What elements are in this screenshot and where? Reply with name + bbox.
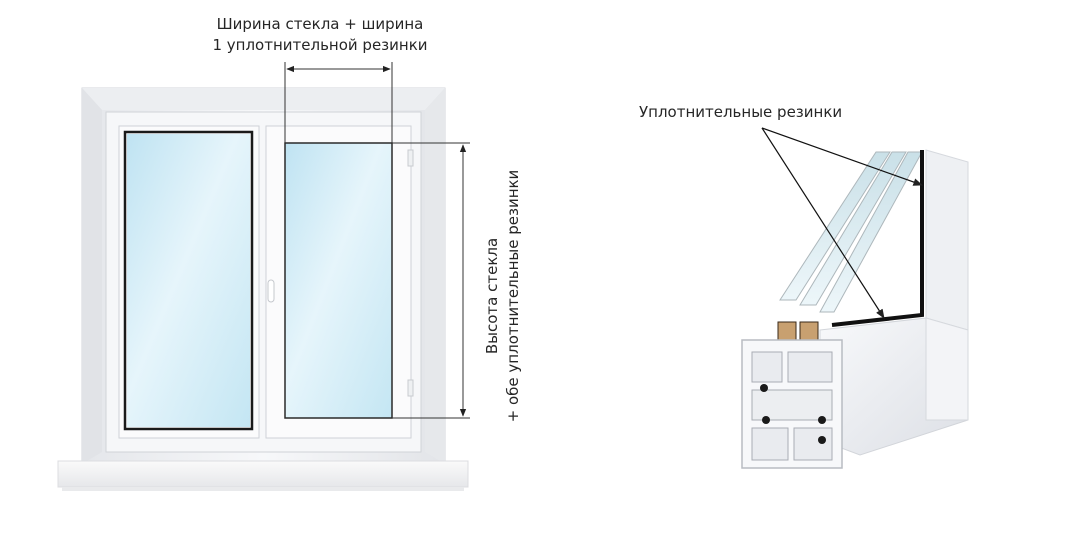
glass-pane-2 (799, 151, 907, 306)
window-sill (57, 460, 469, 488)
profile-chamber-1 (751, 351, 783, 383)
profile-corner-bevel (925, 317, 969, 421)
window-reveal-top (82, 88, 445, 110)
profile-illustration (741, 149, 969, 469)
gasket-dot-1 (760, 384, 768, 392)
seal-caption: Уплотнительные резинки (639, 103, 843, 121)
profile-seal-gasket (831, 150, 924, 327)
profile-chamber-2 (787, 351, 833, 383)
gasket-dot-4 (818, 436, 826, 444)
left-glass-seal (123, 130, 254, 431)
width-caption-line1: Ширина стекла + ширина (216, 15, 424, 33)
left-glass (127, 134, 250, 427)
window-reveal-left (82, 88, 102, 464)
width-caption: Ширина стекла + ширина 1 уплотнительной … (170, 14, 470, 56)
spacer-block-2 (799, 321, 819, 343)
width-caption-line2: 1 уплотнительной резинки (212, 36, 428, 54)
window-illustration (57, 87, 469, 491)
right-glass (284, 142, 393, 419)
height-caption-rotated: Высота стекла + обе уплотнительные резин… (482, 156, 524, 436)
window-handle (267, 279, 275, 303)
hinge-bottom (407, 379, 414, 397)
profile-chamber-5 (793, 427, 833, 461)
profile-chamber-4 (751, 427, 789, 461)
glass-pane-1 (779, 151, 891, 301)
hinge-top (407, 149, 414, 167)
gasket-dot-2 (762, 416, 770, 424)
profile-chamber-3 (751, 389, 833, 421)
height-dimension (392, 142, 470, 419)
sill-shadow (62, 487, 464, 491)
height-caption-line2: + обе уплотнительные резинки (504, 169, 522, 423)
window-reveal-right (425, 88, 445, 464)
gasket-dot-3 (818, 416, 826, 424)
height-caption-line1: Высота стекла (483, 237, 501, 355)
spacer-block-1 (777, 321, 797, 343)
seal-pointer-down (761, 127, 885, 319)
seal-pointer-right (761, 127, 923, 186)
seal-pointers (761, 127, 923, 319)
width-dimension (284, 62, 393, 143)
